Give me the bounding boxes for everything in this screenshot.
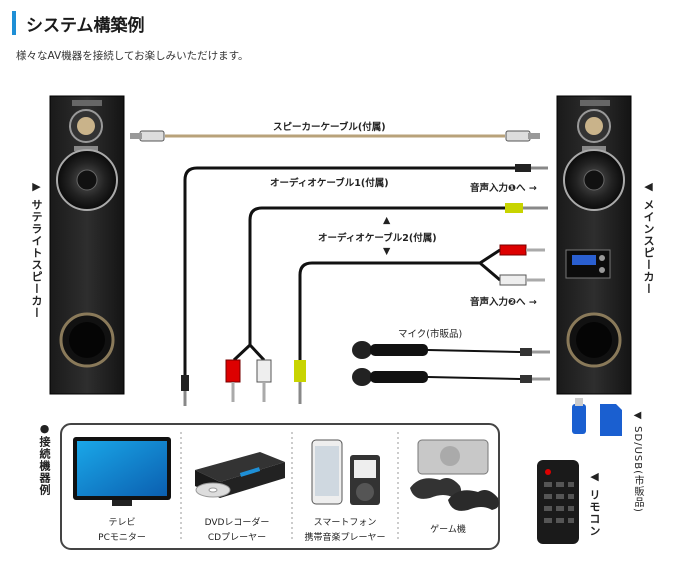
tv-label-line1: テレビ — [108, 518, 136, 528]
speaker-cable — [130, 130, 540, 142]
sd-usb-label: ◀ SD/USB(市販品) — [632, 410, 643, 513]
arrow-up: ▲ — [383, 215, 391, 226]
tv-icon — [73, 437, 171, 506]
main-speaker-label: ◀ メインスピーカー — [642, 180, 655, 295]
header-accent-bar — [12, 11, 16, 35]
satellite-speaker-label: ▶ サテライトスピーカー — [30, 180, 43, 319]
sd-usb-icon — [572, 398, 622, 436]
tv-label-line2: PCモニター — [98, 533, 146, 543]
page-subtitle: 様々なAV機器を接続してお楽しみいただけます。 — [16, 50, 249, 62]
audio-cable-2 — [225, 203, 548, 402]
rca-cable-input-2 — [294, 244, 545, 404]
speaker-cable-label: スピーカーケーブル(付属) — [273, 122, 386, 133]
dvd-label-line2: CDプレーヤー — [207, 533, 267, 543]
section-header: システム構築例 — [12, 10, 145, 36]
phone-label-line2: 携帯音楽プレーヤー — [304, 533, 386, 543]
mic-label: マイク(市販品) — [398, 329, 463, 340]
game-console-icon — [410, 439, 500, 511]
satellite-speaker — [49, 95, 125, 395]
game-label: ゲーム機 — [430, 525, 466, 535]
arrow-down: ▼ — [383, 246, 391, 257]
remote-label: ◀ リモコン — [588, 470, 601, 537]
audio-cable-2-label: オーディオケーブル2(付属) — [318, 233, 437, 244]
remote-icon — [537, 460, 579, 544]
device-section-label: ●接続機器例 — [38, 422, 51, 496]
dvd-label-line1: DVDレコーダー — [204, 518, 270, 528]
main-speaker — [556, 95, 632, 395]
microphones — [352, 341, 550, 386]
music-player-icon — [350, 455, 380, 505]
smartphone-icon — [311, 439, 343, 505]
page-title: システム構築例 — [26, 15, 145, 36]
input-2-label: 音声入力❷へ → — [470, 297, 537, 308]
dvd-recorder-icon — [195, 452, 285, 498]
audio-cable-1 — [181, 164, 548, 406]
input-1-label: 音声入力❶へ → — [470, 183, 537, 194]
audio-cable-1-label: オーディオケーブル1(付属) — [270, 178, 389, 189]
phone-label-line1: スマートフォン — [313, 518, 377, 528]
